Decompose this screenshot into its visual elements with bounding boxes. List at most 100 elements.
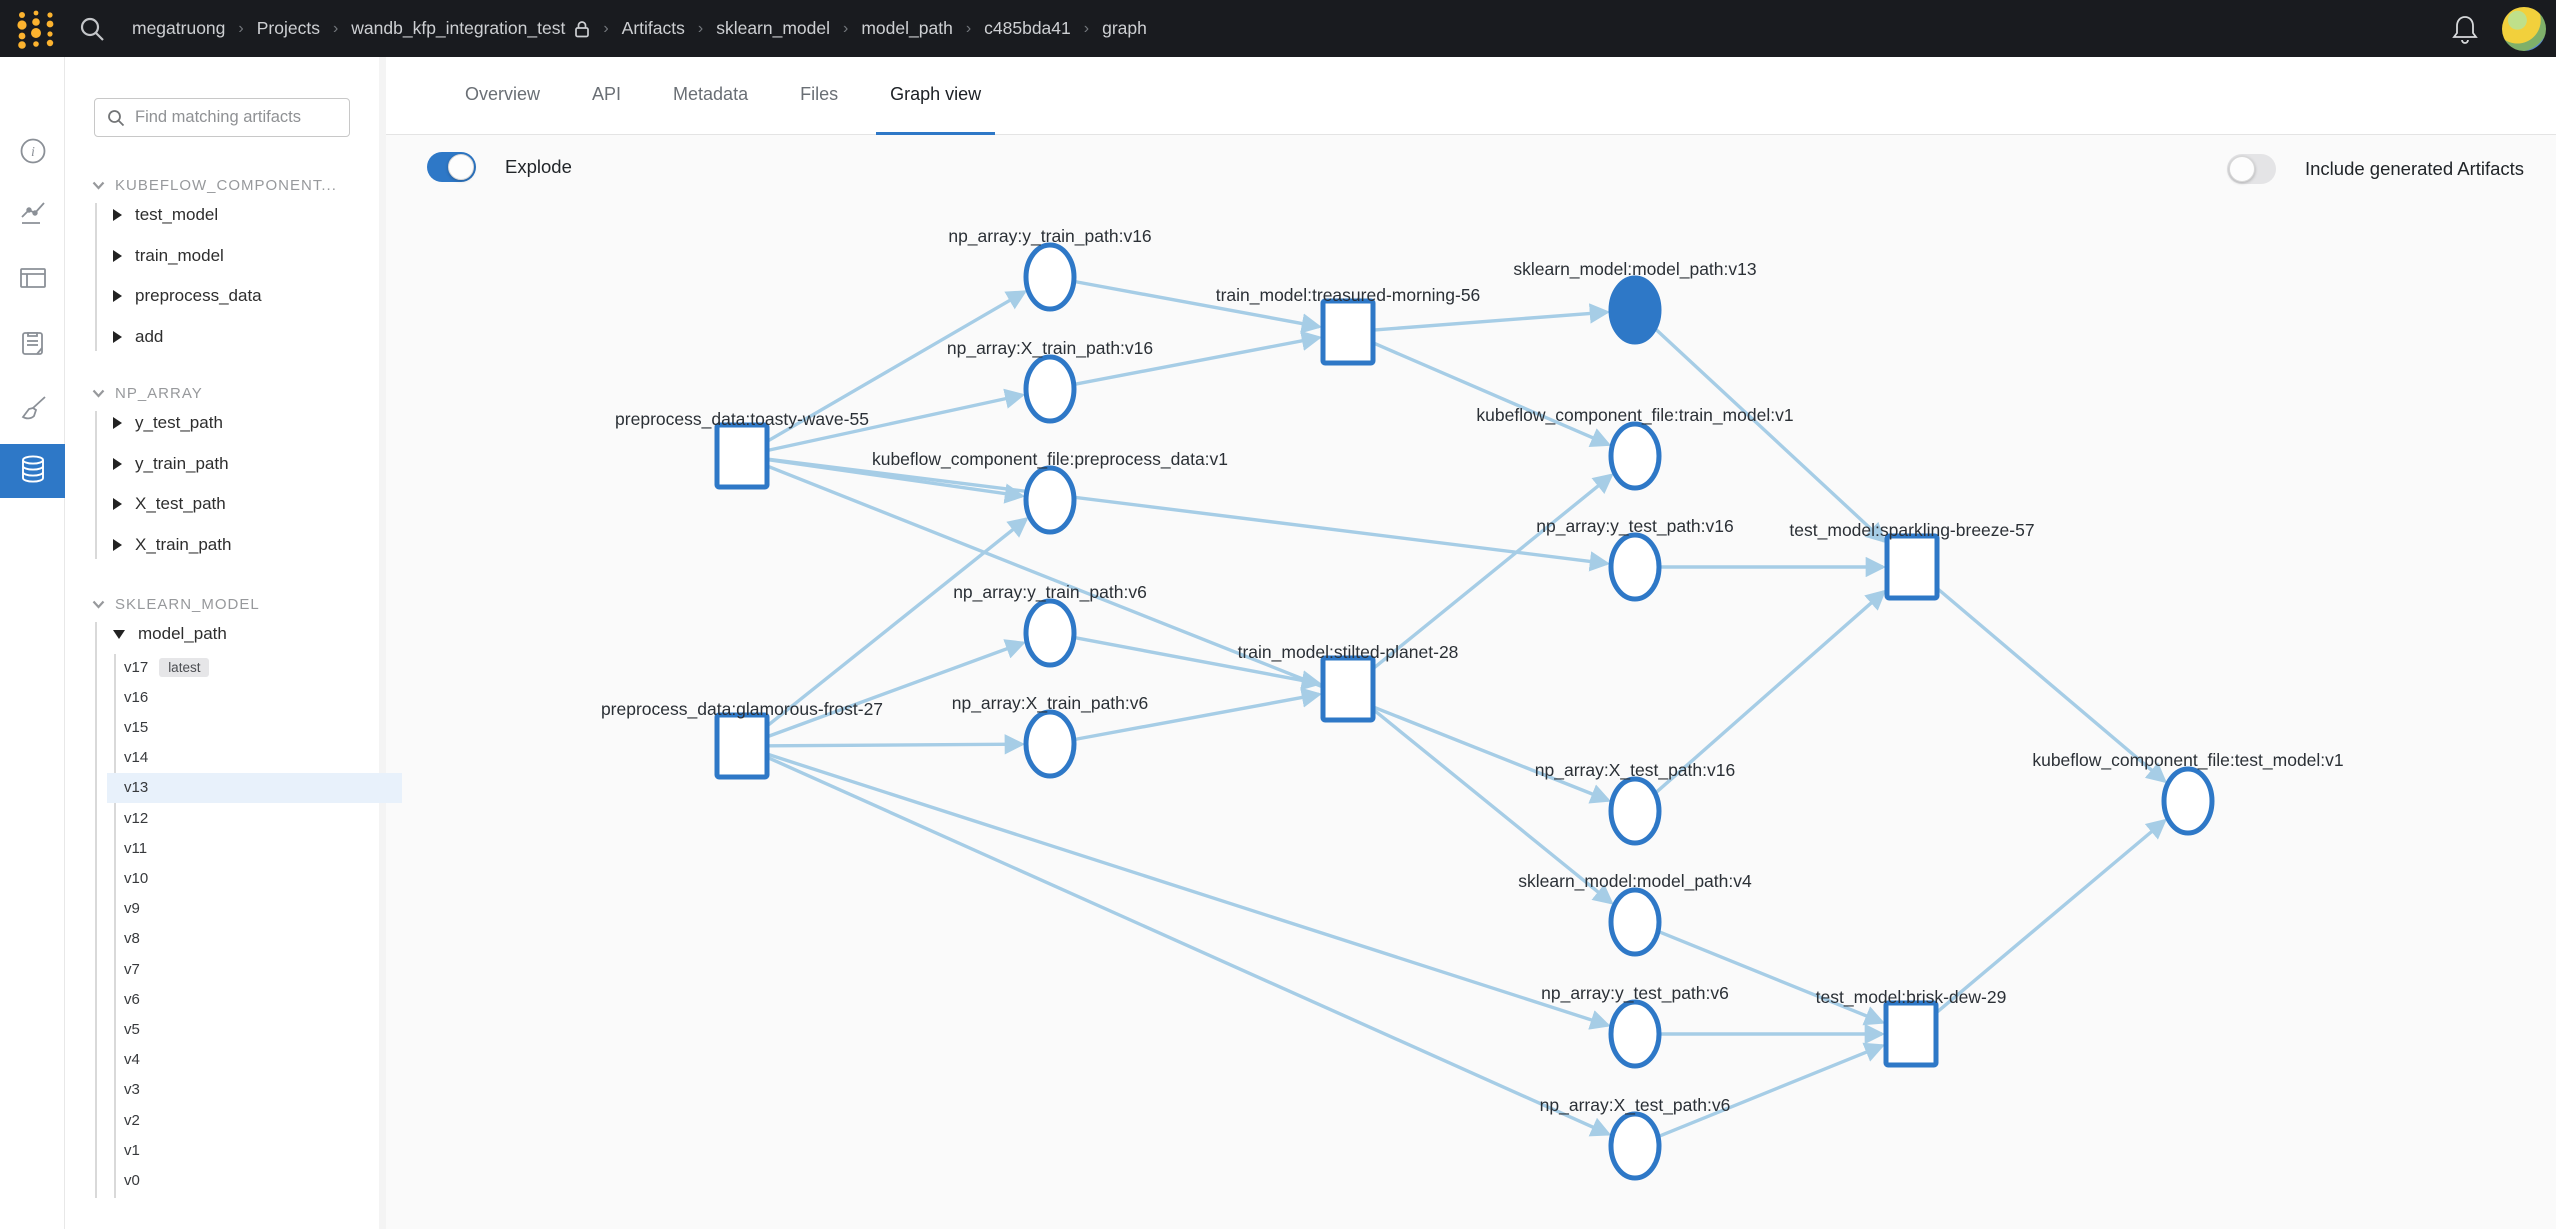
breadcrumb-item[interactable]: graph: [1102, 18, 1147, 39]
search-input[interactable]: [135, 108, 335, 127]
breadcrumb-item[interactable]: sklearn_model: [716, 18, 830, 39]
version-item-v1[interactable]: v1: [123, 1135, 140, 1165]
dag-node-X_test_v6-artifact[interactable]: [1608, 1111, 1662, 1181]
dag-node-X_test_v16-artifact[interactable]: [1608, 776, 1662, 846]
version-item-v6[interactable]: v6: [123, 984, 140, 1014]
dag-node-label-X_train_v16[interactable]: np_array:X_train_path:v16: [946, 338, 1154, 358]
dag-node-label-y_test_v16[interactable]: np_array:y_test_path:v16: [1536, 516, 1734, 536]
include-generated-artifacts-toggle[interactable]: [2227, 154, 2276, 184]
explode-toggle[interactable]: [427, 152, 476, 182]
breadcrumb-item[interactable]: Artifacts: [622, 18, 685, 39]
wandb-logo[interactable]: [14, 8, 58, 50]
dag-node-X_train_v16-artifact[interactable]: [1023, 354, 1077, 424]
bell-icon[interactable]: [2450, 13, 2480, 45]
version-item-v9[interactable]: v9: [123, 894, 140, 924]
dag-node-brisk-run[interactable]: [1883, 1000, 1939, 1068]
sidebar-section-sklearn-model[interactable]: SKLEARN_MODEL: [92, 590, 260, 618]
rail-item-chart[interactable]: [0, 188, 65, 242]
dag-node-model_v13-artifact-selected[interactable]: [1608, 275, 1662, 345]
version-item-v8[interactable]: v8: [123, 924, 140, 954]
search-icon[interactable]: [78, 15, 106, 43]
dag-node-glamorous-run[interactable]: [714, 712, 770, 780]
dag-node-label-train_file[interactable]: kubeflow_component_file:train_model:v1: [1476, 405, 1794, 425]
dag-node-label-y_test_v6[interactable]: np_array:y_test_path:v6: [1541, 983, 1729, 1003]
breadcrumb-item[interactable]: model_path: [861, 18, 952, 39]
tab-graph-view[interactable]: Graph view: [876, 57, 996, 135]
version-item-v7[interactable]: v7: [123, 954, 140, 984]
rail-item-broom[interactable]: [0, 383, 65, 437]
dag-node-label-stilted[interactable]: train_model:stilted-planet-28: [1237, 642, 1459, 662]
sidebar-item-X_test_path[interactable]: X_test_path: [113, 490, 226, 518]
tab-metadata[interactable]: Metadata: [659, 57, 762, 135]
dag-node-treasured-run[interactable]: [1320, 298, 1376, 366]
sidebar-item-X_train_path[interactable]: X_train_path: [113, 531, 231, 559]
dag-node-label-X_train_v6[interactable]: np_array:X_train_path:v6: [951, 693, 1149, 713]
dag-node-model_v4-artifact[interactable]: [1608, 887, 1662, 957]
dag-node-test_file-artifact[interactable]: [2161, 766, 2215, 836]
dag-node-label-toasty[interactable]: preprocess_data:toasty-wave-55: [615, 409, 869, 429]
sidebar-item-test_model[interactable]: test_model: [113, 201, 218, 229]
breadcrumb-item[interactable]: wandb_kfp_integration_test: [351, 18, 590, 39]
version-item-v14[interactable]: v14: [123, 743, 148, 773]
sidebar-item-train_model[interactable]: train_model: [113, 242, 224, 270]
rail-item-table[interactable]: [0, 253, 65, 307]
rail-item-clipboard[interactable]: [0, 318, 65, 372]
dag-node-label-y_train_v16[interactable]: np_array:y_train_path:v16: [948, 226, 1152, 246]
dag-node-X_train_v6-artifact[interactable]: [1023, 709, 1077, 779]
dag-node-preprocess_file-artifact[interactable]: [1023, 465, 1077, 535]
dag-node-label-X_test_v6[interactable]: np_array:X_test_path:v6: [1539, 1095, 1731, 1115]
dag-node-y_test_v6-artifact[interactable]: [1608, 999, 1662, 1069]
version-item-v0[interactable]: v0: [123, 1165, 140, 1195]
dag-node-y_test_v16-artifact[interactable]: [1608, 532, 1662, 602]
sidebar-item-y_train_path[interactable]: y_train_path: [113, 450, 229, 478]
sidebar-section-np-array[interactable]: NP_ARRAY: [92, 379, 203, 407]
rail-item-info[interactable]: i: [0, 126, 65, 180]
sidebar-scrollbar[interactable]: [379, 57, 386, 1229]
dag-node-label-model_v13[interactable]: sklearn_model:model_path:v13: [1513, 259, 1757, 279]
breadcrumb-item[interactable]: megatruong: [132, 18, 225, 39]
user-avatar[interactable]: [2502, 6, 2546, 51]
sidebar-item-preprocess_data[interactable]: preprocess_data: [113, 282, 262, 310]
breadcrumb-item[interactable]: Projects: [257, 18, 320, 39]
version-item-v16[interactable]: v16: [123, 682, 148, 712]
dag-node-label-glamorous[interactable]: preprocess_data:glamorous-frost-27: [600, 699, 884, 719]
tab-files[interactable]: Files: [786, 57, 852, 135]
rail-item-database[interactable]: [0, 444, 65, 498]
breadcrumb-item[interactable]: c485bda41: [984, 18, 1071, 39]
dag-node-y_train_v16-artifact[interactable]: [1023, 242, 1077, 312]
left-icon-rail: i: [0, 57, 65, 1229]
version-item-v13[interactable]: v13: [107, 772, 402, 803]
artifact-dag-canvas[interactable]: [386, 135, 2556, 1229]
version-item-v3[interactable]: v3: [123, 1075, 140, 1105]
sidebar-section-kubeflow-component[interactable]: KUBEFLOW_COMPONENT...: [92, 171, 337, 199]
version-item-v10[interactable]: v10: [123, 863, 148, 893]
dag-node-label-sparkling[interactable]: test_model:sparkling-breeze-57: [1789, 520, 2035, 540]
dag-node-toasty-run[interactable]: [714, 422, 770, 490]
version-item-v12[interactable]: v12: [123, 803, 148, 833]
dag-node-label-X_test_v16[interactable]: np_array:X_test_path:v16: [1534, 760, 1736, 780]
version-item-v15[interactable]: v15: [123, 712, 148, 742]
dag-node-label-test_file[interactable]: kubeflow_component_file:test_model:v1: [2032, 750, 2344, 770]
dag-node-train_file-artifact[interactable]: [1608, 421, 1662, 491]
dag-node-y_train_v6-artifact[interactable]: [1023, 598, 1077, 668]
version-item-v2[interactable]: v2: [123, 1105, 140, 1135]
tab-api[interactable]: API: [578, 57, 635, 135]
dag-node-label-treasured[interactable]: train_model:treasured-morning-56: [1215, 285, 1481, 305]
dag-node-stilted-run[interactable]: [1320, 655, 1376, 723]
dag-node-sparkling-run[interactable]: [1884, 533, 1940, 601]
latest-badge: latest: [159, 657, 210, 677]
sidebar-item-add[interactable]: add: [113, 323, 163, 351]
section-label: NP_ARRAY: [115, 384, 203, 402]
dag-node-label-model_v4[interactable]: sklearn_model:model_path:v4: [1518, 871, 1752, 891]
dag-node-label-preprocess_file[interactable]: kubeflow_component_file:preprocess_data:…: [871, 449, 1229, 469]
version-item-v5[interactable]: v5: [123, 1014, 140, 1044]
version-item-v4[interactable]: v4: [123, 1045, 140, 1075]
item-label: X_train_path: [135, 535, 232, 555]
tab-overview[interactable]: Overview: [451, 57, 554, 135]
sidebar-item-model_path[interactable]: model_path: [113, 620, 227, 648]
sidebar-item-y_test_path[interactable]: y_test_path: [113, 409, 223, 437]
version-item-v11[interactable]: v11: [123, 833, 147, 863]
dag-node-label-brisk[interactable]: test_model:brisk-dew-29: [1815, 987, 2007, 1007]
dag-node-label-y_train_v6[interactable]: np_array:y_train_path:v6: [953, 582, 1147, 602]
